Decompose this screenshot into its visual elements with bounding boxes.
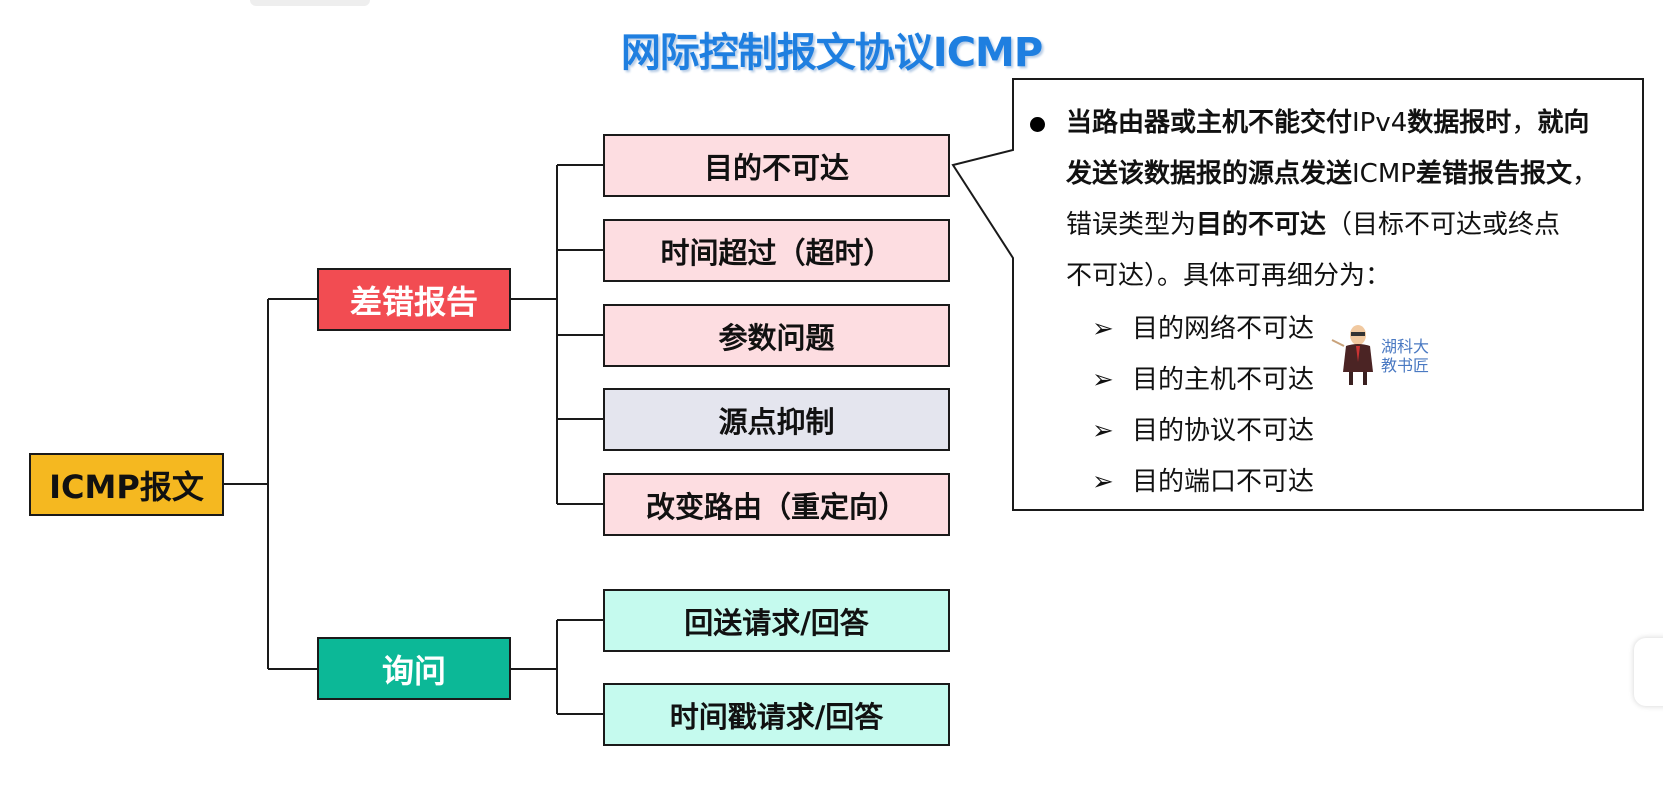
page-title: 网际控制报文协议ICMP: [620, 30, 1043, 76]
sub-item-label: 目的端口不可达: [1132, 467, 1315, 497]
floating-widget-button[interactable]: [1634, 638, 1663, 706]
leaf-timestamp-request-reply: 时间戳请求/回答: [603, 683, 950, 746]
faint-top-artifact: [250, 0, 370, 6]
leaf-redirect: 改变路由（重定向）: [603, 473, 950, 536]
callout-text-segment: 目的不可达: [1196, 210, 1327, 240]
arrow-bullet-icon: ➢: [1092, 314, 1114, 344]
callout-text: 当路由器或主机不能交付IPv4数据报时，就向 发送该数据报的源点发送ICMP差错…: [1028, 98, 1638, 302]
callout-box: [951, 78, 1644, 511]
callout-text-segment: ICMP: [1352, 159, 1416, 189]
callout-text-segment: ，: [1571, 159, 1598, 189]
callout-text-segment: 差错报告报文: [1415, 159, 1572, 189]
sub-item: ➢ 目的端口不可达: [1092, 461, 1314, 498]
arrow-bullet-icon: ➢: [1092, 416, 1114, 446]
watermark-line: 湖科大: [1381, 337, 1430, 356]
arrow-bullet-icon: ➢: [1092, 365, 1114, 395]
callout-text-segment: 就向: [1537, 108, 1590, 138]
watermark-line: 教书匠: [1381, 356, 1430, 375]
callout-paragraph: 当路由器或主机不能交付IPv4数据报时，就向 发送该数据报的源点发送ICMP差错…: [1028, 98, 1638, 302]
sub-item-label: 目的协议不可达: [1132, 416, 1315, 446]
sub-item-label: 目的网络不可达: [1132, 314, 1315, 344]
category-error-report: 差错报告: [317, 268, 511, 331]
callout-text-segment: （目标不可达或终点: [1326, 210, 1561, 240]
sub-item: ➢ 目的网络不可达: [1092, 308, 1314, 345]
sub-item: ➢ 目的协议不可达: [1092, 410, 1314, 447]
callout-text-segment: 发送该数据报的源点发送: [1066, 159, 1353, 189]
arrow-bullet-icon: ➢: [1092, 467, 1114, 497]
callout-text-segment: 数据报时: [1407, 108, 1512, 138]
bullet-dot-icon: [1030, 117, 1045, 132]
callout-text-segment: 当路由器或主机不能交付: [1066, 108, 1353, 138]
callout-text-segment: 错误类型为: [1066, 210, 1197, 240]
teacher-mascot-icon: [1331, 325, 1373, 385]
category-query: 询问: [317, 637, 511, 700]
sub-item-label: 目的主机不可达: [1132, 365, 1315, 395]
leaf-time-exceeded: 时间超过（超时）: [603, 219, 950, 282]
leaf-echo-request-reply: 回送请求/回答: [603, 589, 950, 652]
leaf-parameter-problem: 参数问题: [603, 304, 950, 367]
sub-item: ➢ 目的主机不可达: [1092, 359, 1314, 396]
callout-text-segment: IPv4: [1352, 108, 1408, 138]
leaf-destination-unreachable: 目的不可达: [603, 134, 950, 197]
leaf-source-quench: 源点抑制: [603, 388, 950, 451]
watermark: 湖科大 教书匠: [1381, 337, 1429, 375]
callout-text-segment: ，: [1511, 108, 1538, 138]
callout-text-segment: 不可达）。具体可再细分为：: [1066, 261, 1392, 291]
root-node-icmp-message: ICMP报文: [29, 453, 224, 516]
